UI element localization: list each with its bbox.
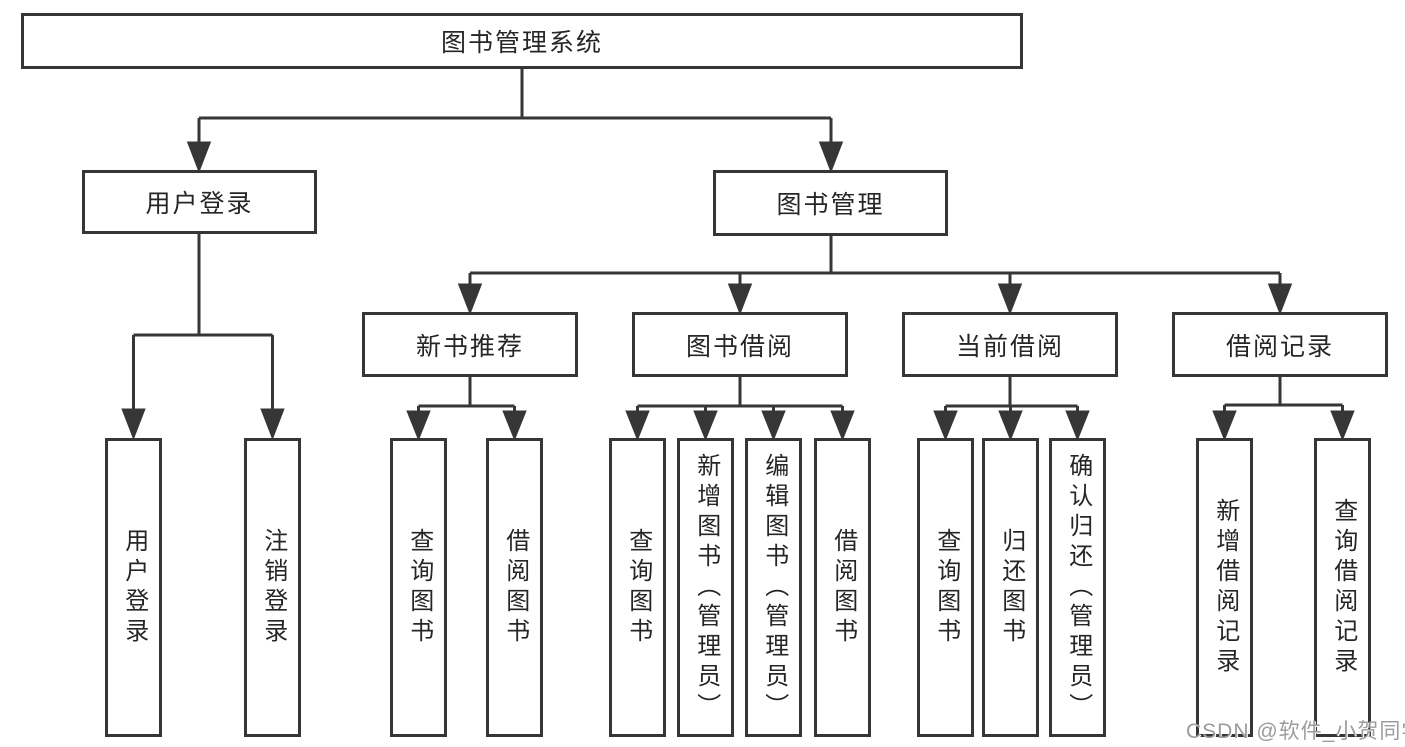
node-system-root-label: 图书管理系统 [440, 29, 603, 57]
node-current-borrow-label: 当前借阅 [955, 332, 1064, 361]
node-book-borrow: 图书借阅 [632, 312, 848, 377]
leaf-edit-book-admin-label: 编辑图书（管理员） [760, 452, 788, 723]
leaf-borrow-books-recommend-label: 借阅图书 [501, 527, 529, 648]
leaf-query-books-current-label: 查询图书 [932, 527, 960, 648]
node-current-borrow: 当前借阅 [902, 312, 1118, 377]
leaf-borrow-books-borrow-label: 借阅图书 [829, 527, 857, 648]
leaf-confirm-return-admin: 确认归还（管理员） [1049, 438, 1106, 737]
leaf-query-books-recommend: 查询图书 [390, 438, 447, 737]
connector-user-login-children [121, 233, 285, 441]
connector-book-borrow-children [625, 377, 855, 442]
node-book-management: 图书管理 [713, 170, 948, 236]
connector-current-borrow-children [933, 377, 1090, 442]
connector-borrow-record-children [1212, 377, 1355, 442]
node-new-book-recommend: 新书推荐 [362, 312, 578, 377]
leaf-add-borrow-record-label: 新增借阅记录 [1211, 497, 1239, 678]
leaf-query-books-recommend-label: 查询图书 [405, 527, 433, 648]
leaf-query-books-borrow-label: 查询图书 [624, 527, 652, 648]
leaf-add-borrow-record: 新增借阅记录 [1196, 438, 1253, 737]
connector-new-book-children [406, 377, 527, 442]
leaf-query-books-current: 查询图书 [917, 438, 974, 737]
leaf-add-book-admin: 新增图书（管理员） [677, 438, 734, 737]
leaf-user-login: 用户登录 [105, 438, 162, 737]
node-system-root: 图书管理系统 [21, 13, 1023, 69]
leaf-query-books-borrow: 查询图书 [609, 438, 666, 737]
leaf-return-book: 归还图书 [982, 438, 1039, 737]
leaf-return-book-label: 归还图书 [997, 527, 1025, 648]
node-user-login-label: 用户登录 [145, 190, 254, 218]
node-book-borrow-label: 图书借阅 [685, 332, 794, 361]
node-borrow-record: 借阅记录 [1172, 312, 1388, 377]
leaf-query-borrow-record: 查询借阅记录 [1314, 438, 1371, 737]
leaf-confirm-return-admin-label: 确认归还（管理员） [1064, 452, 1092, 723]
node-new-book-recommend-label: 新书推荐 [415, 332, 524, 361]
connector-book-mgmt-to-level3 [457, 236, 1293, 316]
node-user-login: 用户登录 [82, 170, 317, 234]
leaf-add-book-admin-label: 新增图书（管理员） [692, 452, 720, 723]
connector-root-to-level2 [186, 69, 844, 174]
leaf-logout: 注销登录 [244, 438, 301, 737]
node-book-management-label: 图书管理 [776, 191, 885, 219]
csdn-watermark: CSDN @软件_小贺同学 [1186, 720, 1405, 743]
leaf-query-borrow-record-label: 查询借阅记录 [1329, 497, 1357, 678]
leaf-edit-book-admin: 编辑图书（管理员） [745, 438, 802, 737]
leaf-logout-label: 注销登录 [259, 527, 287, 648]
leaf-borrow-books-borrow: 借阅图书 [814, 438, 871, 737]
node-borrow-record-label: 借阅记录 [1225, 332, 1334, 361]
leaf-user-login-label: 用户登录 [120, 527, 148, 648]
leaf-borrow-books-recommend: 借阅图书 [486, 438, 543, 737]
